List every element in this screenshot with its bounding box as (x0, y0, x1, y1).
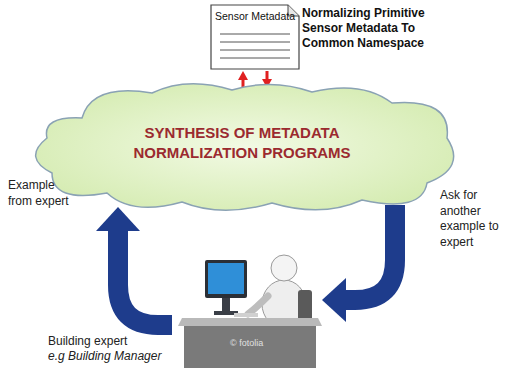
person-head (271, 255, 297, 281)
heading-note: Normalizing Primitive Sensor Metadata To… (302, 6, 452, 51)
connector (322, 205, 395, 322)
monitor-screen (208, 263, 244, 294)
cloud-shape: SYNTHESIS OF METADATA NORMALIZATION PROG… (22, 78, 462, 213)
keyboard (234, 313, 258, 317)
page (211, 5, 299, 69)
expert-illustration (172, 250, 322, 370)
arrow-label: Ask for another example to expert (440, 188, 514, 250)
page-fold (288, 5, 299, 16)
text-line (220, 34, 290, 35)
arrow-label: Example from expert (8, 178, 70, 209)
monitor (205, 260, 247, 298)
desk-top (178, 318, 322, 326)
expert-role: e.g Building Manager (48, 349, 161, 363)
big-arrow (118, 227, 172, 325)
watermark: © fotolia (230, 338, 310, 348)
expert-name: Building expert (48, 334, 127, 348)
connector (238, 71, 248, 88)
arrowhead (96, 207, 140, 231)
text-line (220, 42, 290, 43)
arrowhead (238, 71, 248, 80)
text-line (220, 50, 290, 51)
person-arm (248, 296, 268, 314)
desk-body (184, 326, 316, 368)
cloud (36, 84, 454, 211)
cloud-title: SYNTHESIS OF METADATA NORMALIZATION PROG… (102, 123, 382, 164)
arrowhead (322, 278, 346, 322)
monitor-stand (222, 298, 230, 312)
expert-figure: Building experte.g Building Manager (172, 250, 322, 370)
text-line (220, 58, 290, 59)
connector (96, 207, 172, 325)
document-title: Sensor Metadata (210, 4, 300, 22)
arrow-line (266, 71, 269, 80)
document-icon: Sensor Metadata (210, 4, 300, 70)
big-arrow (342, 205, 395, 300)
